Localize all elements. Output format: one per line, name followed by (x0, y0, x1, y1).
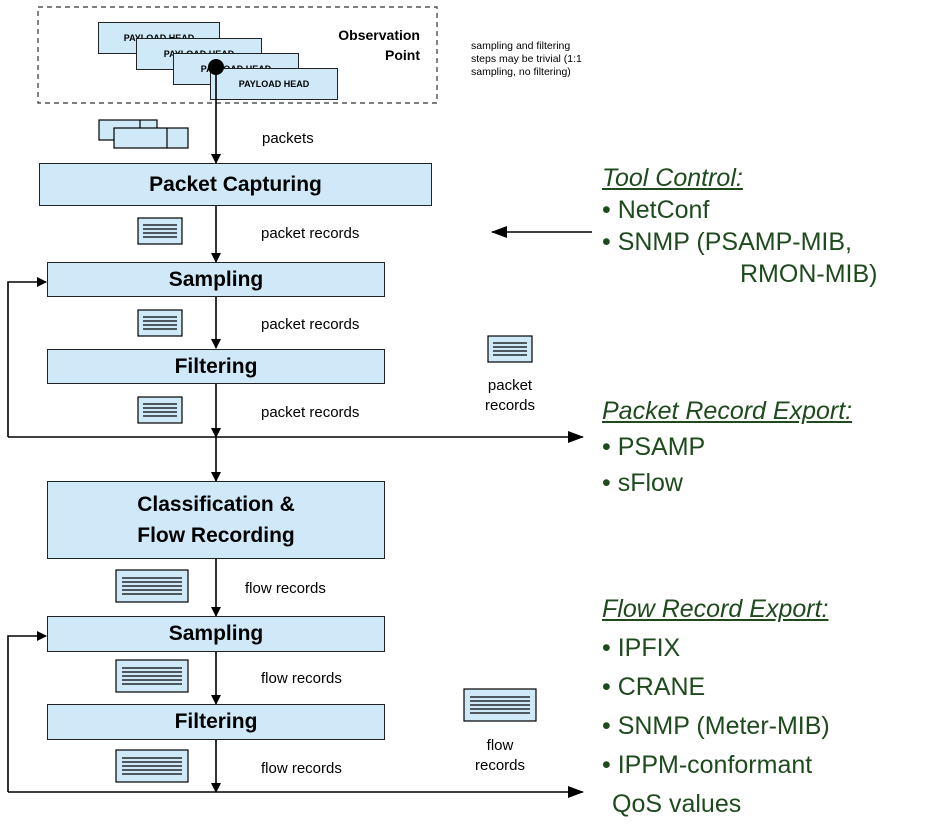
tool-control-heading: Tool Control: (602, 164, 743, 192)
packets-icon (98, 119, 189, 149)
tool-control-item: • SNMP (PSAMP-MIB, (602, 228, 852, 256)
packet-record-export-item: • sFlow (602, 469, 683, 497)
note-line: sampling, no filtering) (471, 66, 571, 78)
flow-record-icon (463, 688, 537, 722)
packet-records-label: packet records (261, 404, 360, 421)
packet-capturing-box: Packet Capturing (39, 163, 432, 206)
trivial-steps-note: sampling and filtering steps may be triv… (471, 40, 582, 79)
bypass-loop-1 (7, 277, 47, 437)
side-label-line: records (484, 397, 536, 414)
flow-records-label: flow records (261, 760, 342, 777)
side-label-line: flow (486, 737, 514, 754)
filtering-label: Filtering (174, 710, 258, 733)
packet-4: PAYLOAD HEAD (210, 68, 338, 100)
flow-record-export-item: • IPPM-conformant (602, 751, 813, 779)
packet-record-icon (137, 396, 183, 424)
flow-record-export-item: • IPFIX (602, 634, 681, 662)
observation-title-line1: Observation (338, 27, 420, 43)
packet-records-label: packet records (261, 316, 360, 333)
tool-control-item: • NetConf (602, 196, 710, 224)
classification-box: Classification & Flow Recording (47, 481, 385, 559)
observation-point-title: Observation Point (300, 25, 420, 65)
packet-records-label: packet records (261, 225, 360, 242)
packet-record-icon (137, 309, 183, 337)
flow-record-export-item: • SNMP (Meter-MIB) (602, 712, 830, 740)
side-packet-records-label: packet records (474, 376, 546, 416)
flow-record-icon (115, 569, 189, 603)
filtering-box-2: Filtering (47, 704, 385, 740)
packet-record-icon (487, 335, 533, 363)
flow-record-icon (115, 659, 189, 693)
filtering-label: Filtering (174, 354, 258, 378)
packet-record-export-section: Packet Record Export: • PSAMP • sFlow (602, 393, 852, 501)
tool-control-item: RMON-MIB) (740, 260, 878, 288)
flow-record-export-heading: Flow Record Export: (602, 595, 829, 623)
flow-record-export-section: Flow Record Export: • IPFIX • CRANE • SN… (602, 590, 830, 824)
tool-control-section: Tool Control: • NetConf • SNMP (PSAMP-MI… (602, 162, 877, 290)
observation-title-line2: Point (385, 47, 420, 63)
observation-point-frame (37, 6, 438, 104)
note-line: sampling and filtering (471, 40, 571, 52)
side-label-line: packet (487, 377, 533, 394)
classification-line1: Classification & (137, 493, 295, 516)
packet-capturing-label: Packet Capturing (149, 172, 322, 196)
sampling-box-2: Sampling (47, 616, 385, 652)
packet-record-icon (137, 217, 183, 245)
sampling-label: Sampling (168, 622, 264, 645)
packet-label: PAYLOAD HEAD (238, 79, 310, 89)
flow-record-export-item: • CRANE (602, 673, 706, 701)
sampling-box-1: Sampling (47, 262, 385, 297)
classification-line2: Flow Recording (137, 524, 295, 547)
flow-records-label: flow records (245, 580, 326, 597)
bypass-loop-2 (7, 631, 47, 792)
note-line: steps may be trivial (1:1 (471, 53, 582, 65)
sampling-label: Sampling (168, 267, 264, 291)
side-flow-records-label: flow records (464, 736, 536, 776)
filtering-box-1: Filtering (47, 349, 385, 384)
flow-record-export-item: QoS values (612, 790, 742, 818)
side-label-line: records (474, 757, 526, 774)
flow-record-icon (115, 749, 189, 783)
packet-record-export-item: • PSAMP (602, 433, 706, 461)
packets-label: packets (262, 130, 314, 147)
packet-record-export-heading: Packet Record Export: (602, 397, 853, 425)
flow-records-label: flow records (261, 670, 342, 687)
